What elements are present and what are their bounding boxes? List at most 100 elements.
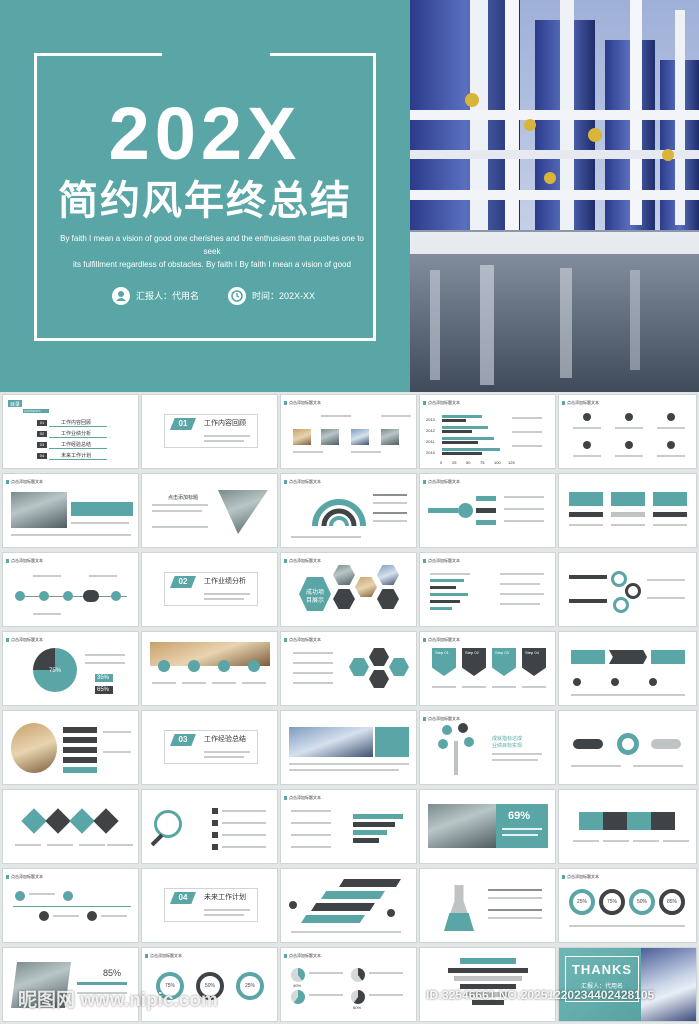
bar	[442, 415, 482, 418]
tree-leaf	[438, 739, 448, 749]
text-line	[653, 524, 687, 526]
thumb-triangle-photo[interactable]: 点击添加标题	[141, 473, 278, 548]
thumb-photo	[351, 429, 369, 445]
thumb-hbar-list[interactable]: 点击添加标题文本	[419, 552, 556, 627]
thumb-three-columns[interactable]	[558, 473, 697, 548]
thumb-arc-diagram[interactable]: 点击添加标题文本	[280, 473, 417, 548]
slide-title: 点击添加标题文本	[289, 795, 321, 800]
thumb-percent-photo[interactable]: 69%	[419, 789, 556, 864]
thumb-photo	[11, 962, 71, 1008]
column-bar	[653, 512, 687, 517]
diamond	[21, 808, 47, 834]
thanks-subtitle: 汇报人：代用名	[580, 984, 623, 990]
thumb-puzzle[interactable]	[558, 789, 697, 864]
text-line	[647, 597, 685, 599]
bar	[442, 419, 466, 422]
slide-title: 点击添加标题文本	[428, 479, 460, 484]
text-line	[369, 994, 403, 996]
text-line	[512, 445, 542, 447]
thumb-photo-value[interactable]: 85%	[2, 947, 139, 1022]
thumb-gear-center[interactable]	[558, 710, 697, 785]
thumb-tree[interactable]: 点击添加标题文本 成就指标达成 业绩目标实现	[419, 710, 556, 785]
funnel-bar	[448, 968, 528, 973]
column-header	[611, 492, 645, 506]
thumb-thanks-slide[interactable]: THANKS 汇报人：代用名	[558, 947, 697, 1022]
bar	[430, 607, 452, 610]
toc-item: 01 工作内容回顾	[37, 420, 107, 427]
thumb-flask[interactable]	[419, 868, 556, 943]
text-line	[381, 415, 411, 417]
text-line	[512, 417, 542, 419]
thumb-section-03[interactable]: 03 工作经验总结	[141, 710, 278, 785]
thumb-section-01[interactable]: 01 工作内容回顾	[141, 394, 278, 469]
text-line	[152, 510, 202, 512]
thumb-stair-bars[interactable]: 点击添加标题文本	[280, 789, 417, 864]
thumb-section-02[interactable]: 02 工作业绩分析	[141, 552, 278, 627]
thumb-gears[interactable]	[558, 552, 697, 627]
thumb-funnel[interactable]	[419, 947, 556, 1022]
thumb-arrow-bars[interactable]	[280, 868, 417, 943]
gear-icon	[617, 733, 639, 755]
small-title: 点击添加标题	[168, 495, 199, 501]
thumb-steps[interactable]: 点击添加标题文本 Step 01 Step 02 Step 03 Step 04	[419, 631, 556, 706]
thumb-hexagons[interactable]: 点击添加标题文本 成功项 目展示	[280, 552, 417, 627]
slide-title: 点击添加标题文本	[428, 400, 460, 405]
title-accent	[423, 559, 426, 563]
text-line	[11, 534, 131, 536]
badge-value: 35%	[97, 675, 110, 681]
slide-title: 点击添加标题文本	[11, 637, 43, 642]
thumb-section-04[interactable]: 04 未来工作计划	[141, 868, 278, 943]
toc-rule	[49, 448, 107, 449]
timeline-node	[15, 891, 25, 901]
bullet-icon	[573, 678, 581, 686]
thumb-triple-rings[interactable]: 点击添加标题文本 75% 50% 25%	[141, 947, 278, 1022]
title-accent	[284, 796, 287, 800]
thumb-photo-grid[interactable]: 点击添加标题文本	[280, 394, 417, 469]
title-accent	[6, 875, 9, 879]
arrow-bar	[311, 903, 375, 911]
thumb-branch-diagram[interactable]: 点击添加标题文本	[419, 473, 556, 548]
toc-item: 04 未来工作计划	[37, 453, 107, 460]
hexagon	[369, 670, 389, 688]
hex-photo	[333, 565, 355, 585]
toc-label: 工作内容回顾	[61, 420, 92, 426]
bar	[353, 814, 403, 819]
progress-bar	[77, 982, 127, 985]
thumb-mini-pies[interactable]: 点击添加标题文本 40% 60%	[280, 947, 417, 1022]
thumb-chevrons[interactable]	[558, 631, 697, 706]
text-line	[204, 751, 250, 753]
bullet-icon	[289, 901, 297, 909]
thumb-photo-steps[interactable]	[141, 631, 278, 706]
timeline-node	[63, 891, 73, 901]
section-number: 01	[170, 418, 196, 430]
axis-tick: 0	[440, 460, 443, 465]
thumb-icon-grid[interactable]: 点击添加标题文本	[558, 394, 697, 469]
text-line	[573, 840, 599, 842]
cover-time: 时间：202X-XX	[252, 291, 316, 301]
thumb-pie-chart[interactable]: 点击添加标题文本 75% 35% 65%	[2, 631, 139, 706]
thumb-photo-text[interactable]: 点击添加标题文本	[2, 473, 139, 548]
ring-value: 75%	[164, 983, 175, 989]
thumb-bar-chart[interactable]: 点击添加标题文本 2013 2012 2011 2010 0 25 50 75 …	[419, 394, 556, 469]
column-header	[569, 492, 603, 506]
text-line	[492, 753, 542, 755]
thumb-diamonds[interactable]	[2, 789, 139, 864]
thumb-magnifier[interactable]	[141, 789, 278, 864]
thumb-process-flow[interactable]: 点击添加标题文本	[2, 552, 139, 627]
text-line	[573, 455, 601, 457]
thumb-toc[interactable]: 目录 CONTENTS 01 工作内容回顾 02 工作业绩分析 03 工作经验总…	[2, 394, 139, 469]
thumb-circle-photo[interactable]	[2, 710, 139, 785]
thumb-hex-icons[interactable]: 点击添加标题文本	[280, 631, 417, 706]
title-accent	[562, 875, 565, 879]
percent-value: 69%	[508, 810, 531, 822]
text-line	[633, 840, 659, 842]
thumb-rings[interactable]: 点击添加标题文本 25% 75% 50% 85%	[558, 868, 697, 943]
text-line	[309, 994, 343, 996]
toc-label: 工作业绩分析	[61, 431, 92, 437]
thumb-wide-photo[interactable]	[280, 710, 417, 785]
slide-title: 点击添加标题文本	[11, 558, 43, 563]
axis-tick: 50	[466, 460, 471, 465]
bar	[430, 593, 468, 596]
thumb-timeline[interactable]: 点击添加标题文本	[2, 868, 139, 943]
